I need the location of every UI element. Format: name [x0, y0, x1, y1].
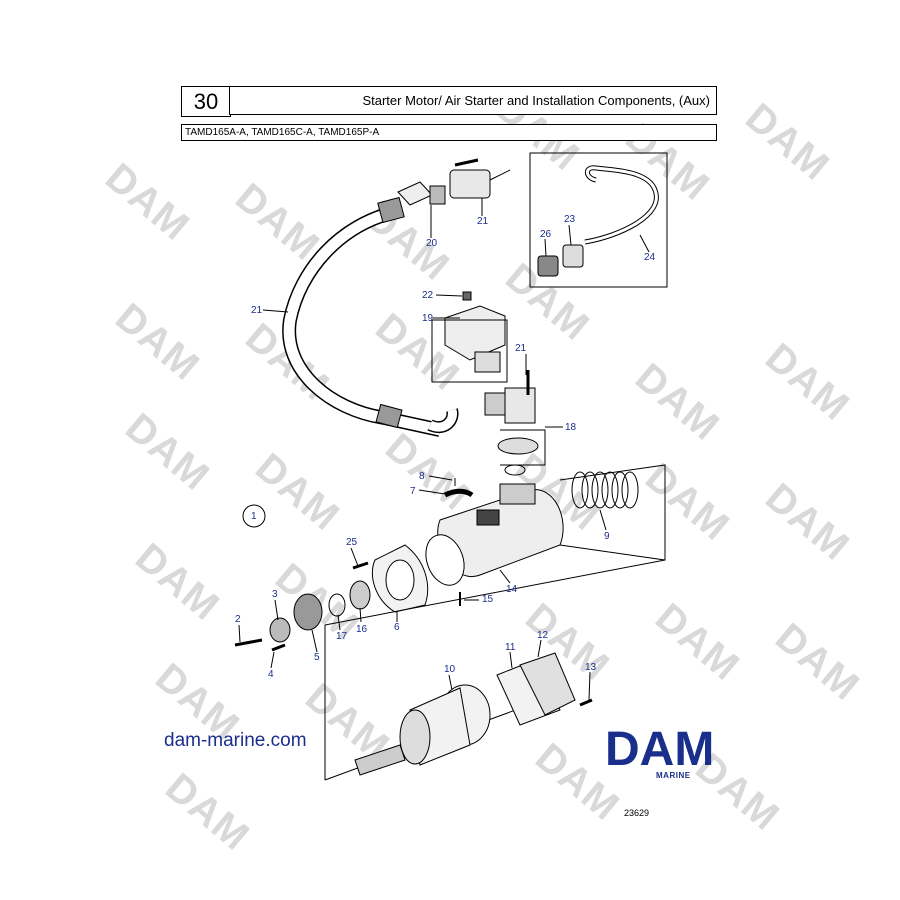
decal-7: [443, 488, 474, 498]
callout-3: 3: [272, 589, 278, 600]
callout-14: 14: [506, 584, 518, 595]
callout-22: 22: [422, 290, 434, 301]
model-list: TAMD165A-A, TAMD165C-A, TAMD165P-A: [181, 124, 717, 141]
callout-21-hose: 21: [251, 305, 263, 316]
logo-text: DAM: [605, 725, 714, 771]
section-number: 30: [181, 86, 231, 117]
cover-12: [519, 652, 576, 716]
callout-4: 4: [268, 669, 274, 680]
callout-23: 23: [564, 214, 576, 225]
website-link[interactable]: dam-marine.com: [164, 730, 307, 751]
callout-12: 12: [537, 630, 549, 641]
callout-5: 5: [314, 652, 320, 663]
callout-20: 20: [426, 238, 438, 249]
detail-marker-1: [242, 504, 266, 528]
ball-valve-21: [449, 169, 491, 199]
bolt-13: [579, 698, 593, 707]
inset-frame: [529, 152, 668, 288]
bearing-16: [349, 580, 371, 610]
bolt-4: [271, 643, 286, 652]
hose-end-upper: [377, 196, 405, 224]
callout-8: 8: [419, 471, 425, 482]
callout-19: 19: [422, 313, 434, 324]
fitting-26: [537, 255, 559, 277]
adapter-20: [397, 181, 433, 206]
callout-18: 18: [565, 422, 577, 433]
callout-7: 7: [410, 486, 416, 497]
fitting-23: [562, 244, 584, 268]
callout-15: 15: [482, 594, 494, 605]
callout-10: 10: [444, 664, 456, 675]
callout-21-valve: 21: [477, 216, 489, 227]
callout-16: 16: [356, 624, 368, 635]
callout-24: 24: [644, 252, 656, 263]
spring-9: [571, 471, 639, 509]
drive-5: [293, 593, 323, 631]
drawing-number: 23629: [624, 808, 650, 818]
callout-26: 26: [540, 229, 552, 240]
plug-22: [462, 291, 472, 301]
callout-13: 13: [585, 662, 597, 673]
callout-6: 6: [394, 622, 400, 633]
callout-9: 9: [604, 531, 610, 542]
callout-11: 11: [505, 642, 516, 653]
callout-21-elbow: 21: [515, 343, 527, 354]
callout-1: 1: [251, 511, 257, 522]
bolt-25: [352, 561, 369, 570]
flange-18: [497, 437, 539, 455]
logo-subtitle: MARINE: [656, 771, 691, 780]
ring-17: [328, 593, 346, 617]
bolt-2: [234, 638, 263, 647]
callout-25: 25: [346, 537, 358, 548]
hose-21: [282, 205, 442, 437]
starter-motor-10: [354, 684, 491, 776]
pinion-3: [269, 617, 291, 643]
hose-end-lower: [375, 403, 403, 429]
callout-2: 2: [235, 614, 241, 625]
page-title: Starter Motor/ Air Starter and Installat…: [229, 86, 717, 115]
callout-17: 17: [336, 631, 348, 642]
dam-logo: DAM: [605, 725, 714, 771]
